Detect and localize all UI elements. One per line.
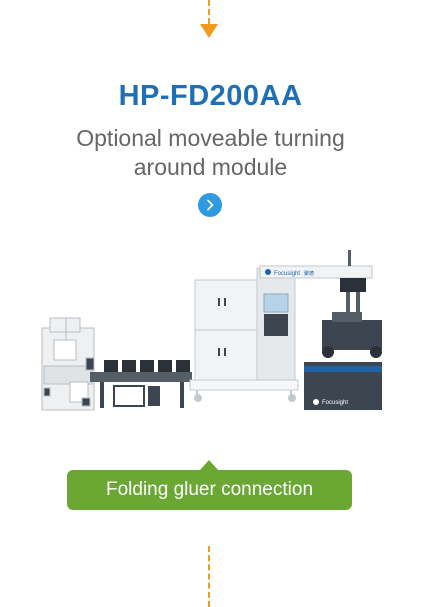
next-button[interactable] (198, 193, 222, 217)
feeder-unit (41, 317, 95, 411)
module-description: Optional moveable turning around module (76, 125, 345, 180)
conveyor (90, 360, 192, 408)
chevron-right-icon (207, 199, 214, 211)
gantry-arm: Focusight 聚德 (259, 250, 373, 316)
main-cabinet (189, 267, 299, 402)
label-pointer (200, 460, 218, 470)
brand-label-cn: 聚德 (304, 270, 314, 277)
machine-illustration: Focusight 聚德 Focusight (41, 250, 382, 411)
arrow-down-icon (200, 24, 218, 38)
brand-label-base: Focusight (322, 400, 348, 406)
turning-module: Focusight (304, 312, 382, 410)
connection-label: Folding gluer connection (67, 470, 352, 510)
top-connector-line (208, 0, 210, 24)
bottom-connector-line (208, 546, 210, 607)
brand-label: Focusight (274, 271, 300, 277)
model-title: HP-FD200AA (118, 80, 303, 112)
